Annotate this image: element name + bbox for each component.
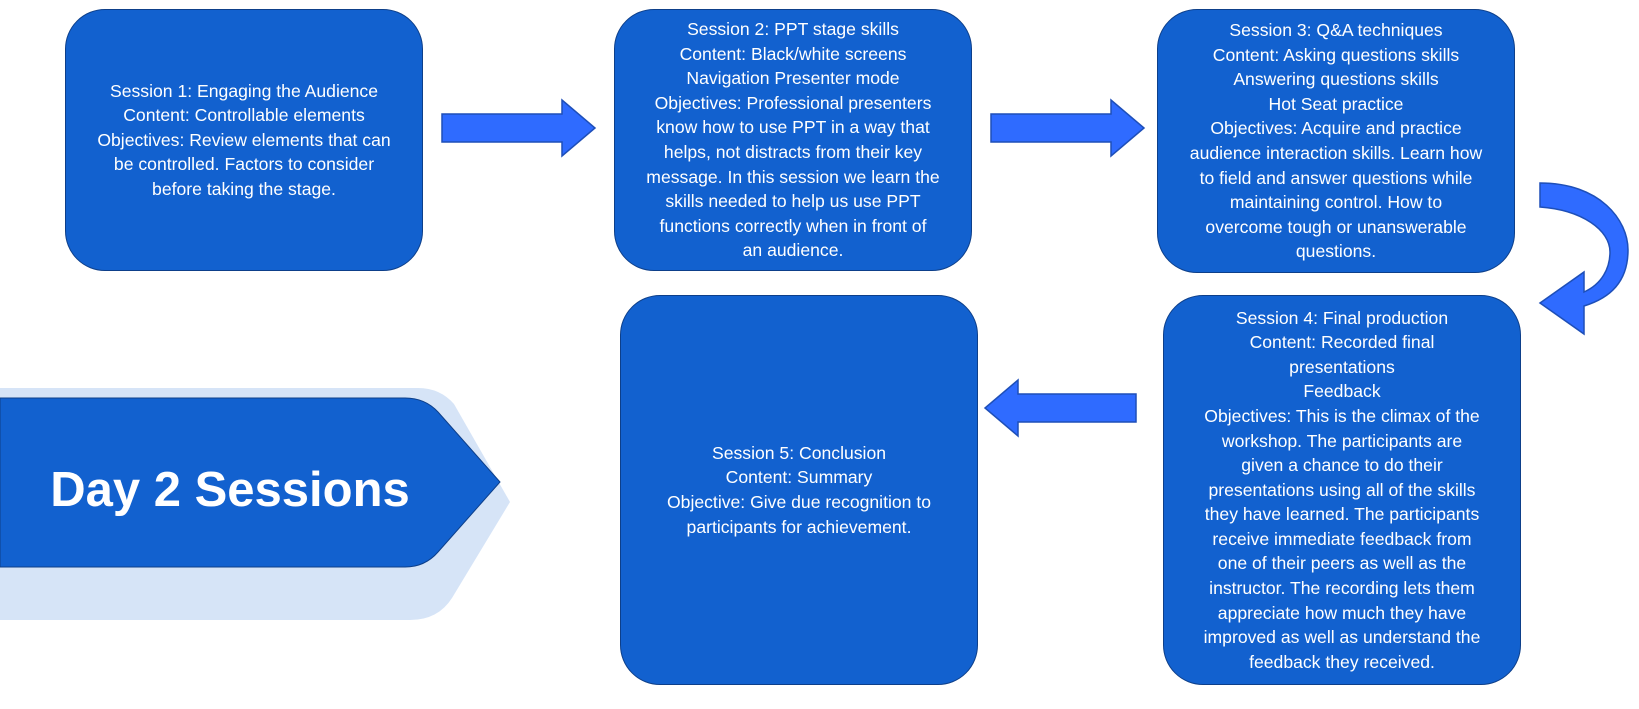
session-text-line: questions. — [1295, 241, 1377, 262]
session-text-line: Session 3: Q&A techniques — [1229, 20, 1443, 41]
session-text-line: skills needed to help us use PPT — [665, 191, 921, 212]
session-text-line: helps, not distracts from their key — [663, 142, 923, 162]
session-text-line: Hot Seat practice — [1268, 93, 1404, 114]
session-text-line: improved as well as understand the — [1203, 627, 1481, 648]
banner-shape — [0, 397, 501, 568]
session-text-line: Objectives: This is the climax of the — [1204, 405, 1480, 426]
session-text-line: be controlled. Factors to consider — [113, 154, 375, 175]
session-text-line: workshop. The participants are — [1221, 430, 1463, 451]
session-text-line: audience interaction skills. Learn how — [1189, 143, 1483, 163]
session-text-line: Content: Controllable elements — [123, 105, 365, 126]
session-text-line: given a chance to do their — [1241, 455, 1443, 476]
arrow-left-icon — [983, 378, 1137, 438]
session-text-line: presentations — [1289, 356, 1395, 377]
session-text-line: Objective: Give due recognition to — [666, 492, 932, 512]
session-text-line: maintaining control. How to — [1229, 192, 1443, 213]
session-text-line: Content: Black/white screens — [679, 43, 907, 64]
session-text-line: Answering questions skills — [1233, 69, 1439, 90]
session-text-line: to field and answer questions while — [1199, 167, 1473, 188]
session-text-line: message. In this session we learn the — [646, 166, 940, 187]
session-text-line: presentations using all of the skills — [1208, 479, 1476, 500]
session-text-line: they have learned. The participants — [1204, 504, 1480, 525]
arrow-right-icon — [990, 98, 1146, 158]
curved-arrow-down-icon — [1538, 182, 1629, 336]
day-2-banner — [0, 388, 510, 620]
arrow-right-icon — [441, 98, 597, 158]
session-text-line: an audience. — [742, 240, 844, 261]
session-text-line: Session 2: PPT stage skills — [687, 19, 899, 40]
session-text-line: one of their peers as well as the — [1217, 553, 1467, 574]
session-text-line: functions correctly when in front of — [659, 215, 927, 236]
session-text-line: receive immediate feedback from — [1212, 528, 1472, 549]
session-text-line: Feedback — [1303, 381, 1381, 402]
session-text-line: before taking the stage. — [152, 178, 336, 199]
session-text-line: Objectives: Review elements that can — [97, 129, 391, 150]
session-text-line: Session 4: Final production — [1235, 307, 1449, 328]
session-text-line: overcome tough or unanswerable — [1205, 216, 1467, 237]
session-text-line: Objectives: Acquire and practice — [1210, 118, 1462, 139]
session-text-line: appreciate how much they have — [1217, 602, 1467, 623]
session-text-line: Content: Asking questions skills — [1212, 44, 1460, 65]
session-text-line: Session 5: Conclusion — [711, 442, 887, 463]
session-text-line: know how to use PPT in a way that — [656, 117, 930, 138]
session-text-line: Content: Recorded final — [1249, 332, 1435, 353]
session-text-line: Navigation Presenter mode — [686, 68, 900, 89]
session-text-line: Objectives: Professional presenters — [654, 92, 932, 113]
session-text-line: Content: Summary — [725, 467, 873, 488]
session-text-line: participants for achievement. — [686, 516, 912, 537]
session-text-line: Session 1: Engaging the Audience — [109, 80, 379, 101]
banner-title: Day 2 Sessions — [50, 463, 410, 517]
session-text-line: instructor. The recording lets them — [1209, 578, 1475, 599]
session-text-line: feedback they received. — [1249, 651, 1435, 672]
